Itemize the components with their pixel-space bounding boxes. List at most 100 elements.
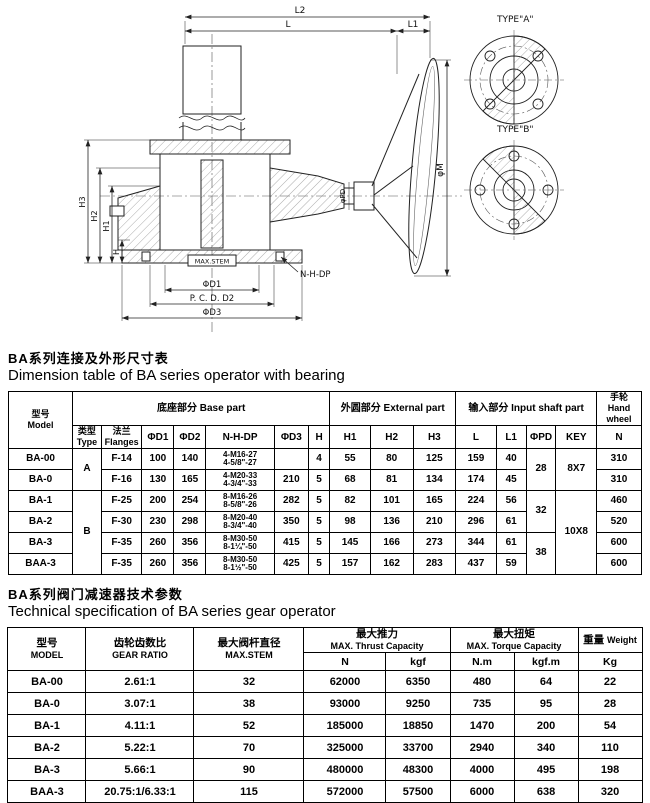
cell: 283 bbox=[412, 553, 457, 575]
cell: 54 bbox=[577, 714, 643, 738]
cell: 4.11:1 bbox=[85, 714, 195, 738]
header-l1: L1 bbox=[495, 425, 527, 449]
dim-label-h3: H3 bbox=[78, 196, 87, 207]
cell: 80 bbox=[369, 448, 414, 470]
cell: 4 bbox=[307, 448, 331, 470]
cell: 344 bbox=[455, 532, 497, 554]
catalog-page: MAX.STEM L2 L L1 φM bbox=[0, 6, 650, 803]
cell: 38 bbox=[193, 692, 305, 716]
cell: 55 bbox=[329, 448, 371, 470]
cell: 600 bbox=[596, 553, 642, 575]
cell-model: BA-0 bbox=[7, 692, 87, 716]
cell-model: BAA-3 bbox=[7, 553, 74, 575]
cell: 95 bbox=[513, 692, 579, 716]
cell: 134 bbox=[412, 469, 457, 491]
label-zh: 重量 bbox=[583, 634, 605, 647]
label-en: Flanges bbox=[104, 437, 139, 447]
dim-label-h: H bbox=[112, 249, 121, 255]
cell: 68 bbox=[329, 469, 371, 491]
cell: F-35 bbox=[100, 532, 143, 554]
cell: 140 bbox=[173, 448, 207, 470]
label-zh: 最大推力 bbox=[355, 628, 398, 640]
cell: 185000 bbox=[303, 714, 387, 738]
cell: 340 bbox=[513, 736, 579, 760]
cell: 130 bbox=[141, 469, 175, 491]
cell: 520 bbox=[596, 511, 642, 533]
cell: 165 bbox=[173, 469, 207, 491]
cell-pd: 38 bbox=[525, 532, 557, 575]
nhdp-inch: 8-1¼"-50 bbox=[223, 542, 257, 551]
cell: 159 bbox=[455, 448, 497, 470]
nhdp-metric: 4-M16-27 bbox=[222, 449, 258, 459]
cell: 200 bbox=[513, 714, 579, 738]
cell: 5 bbox=[307, 553, 331, 575]
cell: 98 bbox=[329, 511, 371, 533]
input-shaft-housing bbox=[269, 167, 345, 223]
cell: 18850 bbox=[385, 714, 451, 738]
dim-label-h1: H1 bbox=[102, 220, 111, 231]
cell: 356 bbox=[173, 532, 207, 554]
section2-title-zh: BA系列阀门减速器技术参数 bbox=[8, 587, 183, 602]
cell: 61 bbox=[495, 511, 527, 533]
dim-label-l2: L2 bbox=[295, 6, 306, 16]
cell: 1470 bbox=[449, 714, 515, 738]
cell: F-35 bbox=[100, 553, 143, 575]
cell: 296 bbox=[455, 511, 497, 533]
cell: 260 bbox=[141, 553, 175, 575]
cell: 145 bbox=[329, 532, 371, 554]
nhdp-metric: 8-M20-40 bbox=[222, 512, 258, 522]
cell: 64 bbox=[513, 670, 579, 694]
cell: 52 bbox=[193, 714, 305, 738]
type-a-label: TYPE"A" bbox=[496, 15, 534, 25]
label-en: MAX.STEM bbox=[225, 650, 273, 661]
cell-model: BAA-3 bbox=[7, 780, 87, 803]
header-pd: ΦPD bbox=[525, 425, 557, 449]
cell: 136 bbox=[369, 511, 414, 533]
dim-label-l1: L1 bbox=[408, 20, 419, 30]
header-h3: H3 bbox=[412, 425, 457, 449]
table-row: BA-00 2.61:1 32 62000 6350 480 64 22 bbox=[7, 670, 643, 694]
header-n: N bbox=[596, 425, 642, 449]
cell: 90 bbox=[193, 758, 305, 782]
header-base-part: 底座部分 Base part bbox=[72, 391, 331, 426]
dim-label-l: L bbox=[285, 20, 290, 30]
cell: 56 bbox=[495, 490, 527, 512]
header-weight-unit: Kg bbox=[577, 652, 643, 672]
label-zh: 手轮 bbox=[610, 392, 629, 402]
dim-label-phi-d1: ΦD1 bbox=[203, 280, 222, 290]
cell: 572000 bbox=[303, 780, 387, 803]
cell: 437 bbox=[455, 553, 497, 575]
cell: 735 bbox=[449, 692, 515, 716]
cell: 320 bbox=[577, 780, 643, 803]
dim-label-phi-m: φM bbox=[436, 163, 446, 177]
dim-label-phi-pd: φPD bbox=[339, 189, 347, 203]
table-row: BA-2 5.22:1 70 325000 33700 2940 340 110 bbox=[7, 736, 643, 760]
label-en: Weight bbox=[607, 635, 637, 646]
label-en: GEAR RATIO bbox=[112, 650, 168, 661]
max-stem-label: MAX.STEM bbox=[195, 258, 229, 266]
cell: 5 bbox=[307, 532, 331, 554]
label-en: MAX. Thrust Capacity bbox=[330, 641, 424, 652]
dim-label-h2: H2 bbox=[90, 210, 99, 221]
cell: 5 bbox=[307, 490, 331, 512]
section1-titles: BA系列连接及外形尺寸表 Dimension table of BA serie… bbox=[0, 347, 650, 388]
cell: 298 bbox=[173, 511, 207, 533]
cell: 3.07:1 bbox=[85, 692, 195, 716]
bolt-holes-label: N-H-DP bbox=[300, 270, 331, 280]
dimension-lines: L2 L L1 φM φPD H3 H2 H1 H bbox=[78, 6, 451, 321]
cell-model: BA-0 bbox=[7, 469, 74, 491]
cell-type: B bbox=[72, 490, 102, 575]
cell: 59 bbox=[495, 553, 527, 575]
